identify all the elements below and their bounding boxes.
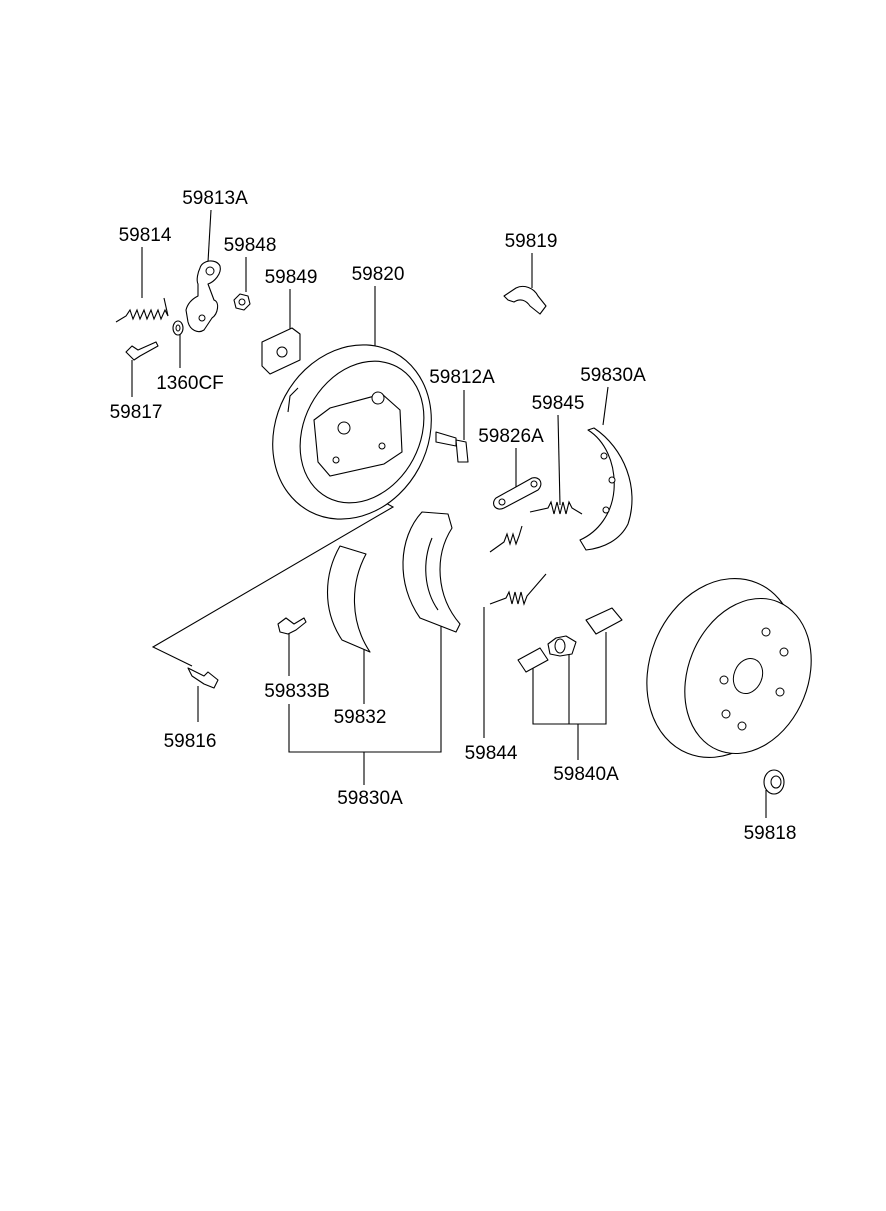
label-59840A: 59840A — [553, 764, 619, 785]
brake-shoe-59830A-left — [402, 511, 461, 633]
clip-59819 — [503, 285, 547, 315]
label-59818: 59818 — [744, 823, 797, 844]
label-59826A: 59826A — [478, 426, 544, 447]
plug-59818 — [763, 769, 785, 795]
brake-drum — [646, 577, 812, 759]
bolt-59833B — [277, 617, 307, 635]
backing-plate-59820 — [272, 344, 432, 520]
adjuster-59840A — [517, 607, 623, 673]
washer-1360CF — [172, 320, 184, 336]
label-59820: 59820 — [352, 264, 405, 285]
label-59816: 59816 — [164, 731, 217, 752]
label-59844: 59844 — [465, 743, 518, 764]
pin-59812A — [435, 431, 469, 463]
bracket-59849 — [261, 327, 301, 375]
label-59848: 59848 — [224, 235, 277, 256]
bolt-59816 — [187, 667, 219, 689]
brake-shoe-59830A-right — [579, 427, 633, 551]
label-59817: 59817 — [110, 402, 163, 423]
label-59832: 59832 — [334, 707, 387, 728]
lining-59832 — [327, 545, 371, 653]
lever-59813A — [185, 260, 221, 333]
label-59845: 59845 — [532, 393, 585, 414]
nut-59848 — [233, 293, 251, 311]
label-1360CF: 1360CF — [156, 373, 224, 394]
label-59849: 59849 — [265, 267, 318, 288]
link-59826A — [493, 477, 542, 510]
label-59830A-bottom: 59830A — [337, 788, 403, 809]
spring-59845 — [489, 500, 583, 553]
spring-59844 — [489, 573, 547, 606]
label-59819: 59819 — [505, 231, 558, 252]
bolt-59817 — [125, 341, 159, 361]
label-59813A: 59813A — [182, 188, 248, 209]
label-59833B: 59833B — [264, 681, 330, 702]
label-59814: 59814 — [119, 225, 172, 246]
label-59830A-top: 59830A — [580, 365, 646, 386]
spring-59814 — [115, 297, 169, 323]
label-59812A: 59812A — [429, 367, 495, 388]
